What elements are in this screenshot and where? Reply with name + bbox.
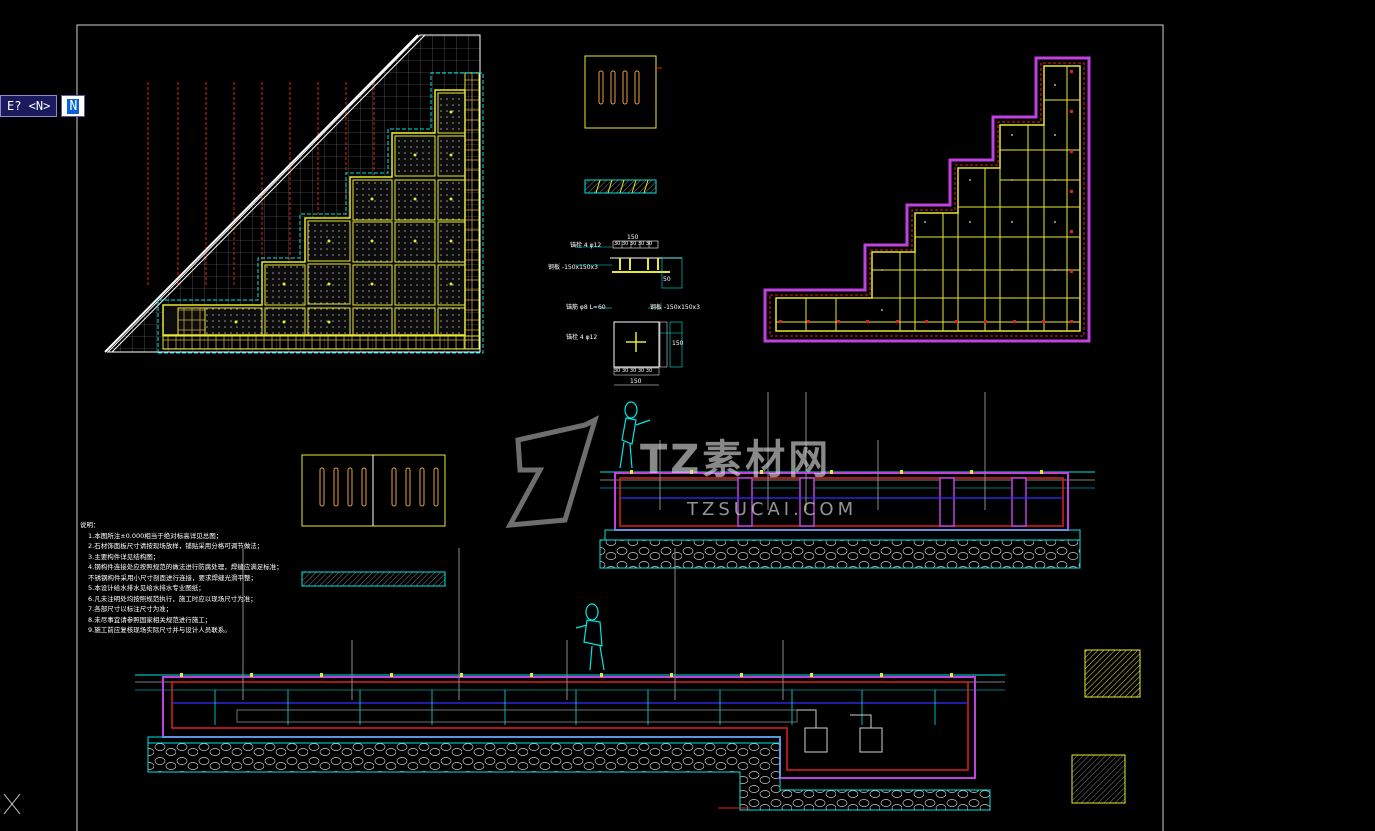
sheet-frame xyxy=(76,24,1164,831)
notes-title: 说明： xyxy=(80,521,100,529)
label-plate-a: 钢板 -150x150x3 xyxy=(548,264,598,271)
note-item: 4.钢构件连接处应按照规范的做法进行防腐处理，焊缝应满足标准； xyxy=(88,563,283,571)
note-item: 1.本图所注±0.000相当于绝对标高详见总图； xyxy=(88,531,223,540)
label-bolt-b: 锚栓 4 φ12 xyxy=(566,334,598,341)
note-item: 9.施工前应复核现场实际尺寸并与设计人员联系。 xyxy=(88,626,231,634)
detail-grate-section-2 xyxy=(301,571,446,587)
command-input-value[interactable]: N xyxy=(67,98,80,114)
label-bolt-a: 锚栓 4 φ12 xyxy=(570,242,602,249)
note-item: 2.石材饰面板尺寸请按现场放样，铺贴采用分格可调节做法； xyxy=(88,542,264,550)
dim-side-a: 50 xyxy=(663,276,671,283)
dim-width-top: 150 xyxy=(627,234,639,241)
legend-hatch-b xyxy=(1071,754,1126,804)
dim-small-bottom: 30 30 30 30 30 xyxy=(614,368,653,374)
section-pool-lower xyxy=(135,548,1005,811)
detail-steel-connection xyxy=(575,240,683,386)
section-pool-upper xyxy=(599,392,1095,569)
note-item: 6.凡未注明处均按照规范执行，施工时应以现场尺寸为准； xyxy=(88,594,257,603)
label-anchor: 锚筋 φ8 L=60 xyxy=(566,304,606,311)
watermark-subtext: TZSUCAI.COM xyxy=(687,499,858,520)
note-item: 不锈钢构件采用小尺寸剖面进行连接，要求焊缝光滑平整； xyxy=(88,573,257,582)
plan-stepped-paving xyxy=(104,34,484,354)
legend-hatch-a xyxy=(1084,649,1141,698)
design-notes: 说明： 1.本图所注±0.000相当于绝对标高详见总图； 2.石材饰面板尺寸请按… xyxy=(80,520,283,636)
command-line: E? <N> N xyxy=(0,95,86,117)
watermark-logo-icon xyxy=(505,415,600,528)
watermark-text: TZ素材网 xyxy=(640,437,832,483)
plan-structure xyxy=(763,56,1091,343)
label-plate-b: 钢板 -150x150x3 xyxy=(650,304,700,311)
command-input[interactable]: N xyxy=(61,95,86,117)
detail-grate-plan xyxy=(584,55,662,129)
note-item: 3.主要构件详见结构图； xyxy=(88,552,160,561)
dim-side-b: 150 xyxy=(672,340,684,347)
ucs-axis-icon xyxy=(3,793,21,815)
dim-width-bottom: 150 xyxy=(630,378,642,385)
detail-grate-plan-2 xyxy=(301,454,446,527)
detail-grate-section xyxy=(584,179,657,194)
note-item: 5.本设计给水排水见给水排水专业图纸； xyxy=(88,584,205,592)
dim-small-top: 30 30 30 30 30 xyxy=(614,241,653,247)
note-item: 7.各部尺寸以标注尺寸为准； xyxy=(88,605,173,613)
command-prompt: E? <N> xyxy=(0,95,58,117)
note-item: 8.未尽事宜请参照国家相关规范进行施工； xyxy=(88,615,212,624)
